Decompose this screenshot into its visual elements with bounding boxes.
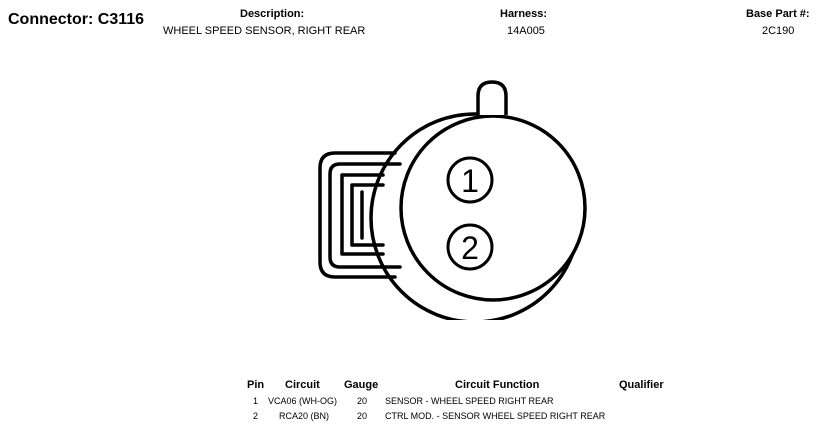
connector-latch-body [318,151,397,279]
table-header-function: Circuit Function [455,379,540,391]
row-circuit: VCA06 (WH-OG) [268,396,338,406]
connector-title: Connector: C3116 [8,11,145,28]
table-header-circuit: Circuit [285,379,320,391]
row-gauge: 20 [357,411,368,421]
pin-cavity-2 [446,223,494,271]
row-gauge: 20 [357,396,368,406]
description-label: Description: [240,8,305,20]
pin-label-2: 2 [461,230,479,266]
base-part-label: Base Part #: [746,8,810,20]
connector-face-diagram: 1 2 [318,80,587,320]
connector-key-tab [476,80,508,115]
table-header-qualifier: Qualifier [619,379,664,391]
description-value: WHEEL SPEED SENSOR, RIGHT REAR [163,25,366,37]
connector-latch-tab-outer [340,173,385,256]
pin-label-1: 1 [461,163,479,199]
row-pin: 1 [253,396,259,406]
harness-value: 14A005 [507,25,545,37]
table-header-pin: Pin [247,379,265,391]
row-circuit: RCA20 (BN) [279,411,330,421]
row-function: CTRL MOD. - SENSOR WHEEL SPEED RIGHT REA… [385,411,606,421]
pin-cavity-1 [446,156,494,204]
harness-label: Harness: [500,8,548,20]
row-function: SENSOR - WHEEL SPEED RIGHT REAR [385,396,554,406]
connector-mating-face [399,114,587,302]
row-pin: 2 [253,411,259,421]
table-header-gauge: Gauge [344,379,379,391]
connector-latch-inner [328,162,402,269]
base-part-value: 2C190 [762,25,795,37]
connector-latch-tab-mid [350,183,385,247]
